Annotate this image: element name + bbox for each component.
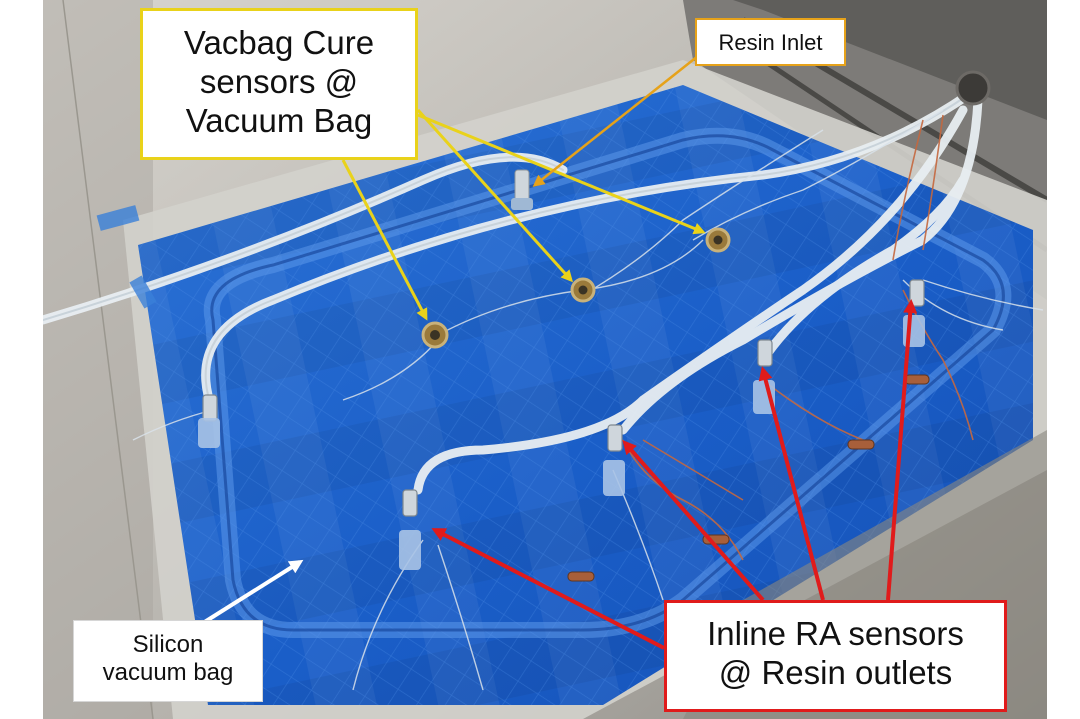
callout-line: Vacbag Cure bbox=[183, 24, 375, 61]
callout-line: vacuum bag bbox=[102, 659, 234, 687]
resin-inlet-arrow bbox=[532, 55, 699, 187]
callout-line: Inline RA sensors bbox=[707, 615, 964, 652]
cure-sensor bbox=[570, 277, 596, 303]
annotation-arrows bbox=[201, 55, 918, 650]
callout-line: Silicon bbox=[132, 631, 204, 658]
silicon-vacuum-bag-callout: Silicon vacuum bag bbox=[73, 620, 263, 702]
cure-sensor bbox=[421, 321, 449, 349]
inline-ra-sensors-callout: Inline RA sensors @ Resin outlets bbox=[664, 600, 1007, 712]
callout-line: Vacuum Bag bbox=[185, 101, 373, 139]
vacbag-cure-sensors-callout: Vacbag Cure sensors @ Vacuum Bag bbox=[140, 8, 418, 160]
cure-sensor bbox=[705, 227, 731, 253]
inline-ra-arrows bbox=[431, 299, 918, 650]
callout-line: Resin Inlet bbox=[718, 30, 823, 55]
silicon-bag-arrow bbox=[201, 559, 304, 625]
callout-line: @ Resin outlets bbox=[718, 653, 953, 691]
callout-line: sensors @ bbox=[199, 62, 359, 100]
resin-inlet-callout: Resin Inlet bbox=[695, 18, 846, 66]
photo-frame: Vacbag Cure sensors @ Vacuum Bag Resin I… bbox=[43, 0, 1047, 719]
vacbag-cure-arrows bbox=[341, 108, 706, 321]
